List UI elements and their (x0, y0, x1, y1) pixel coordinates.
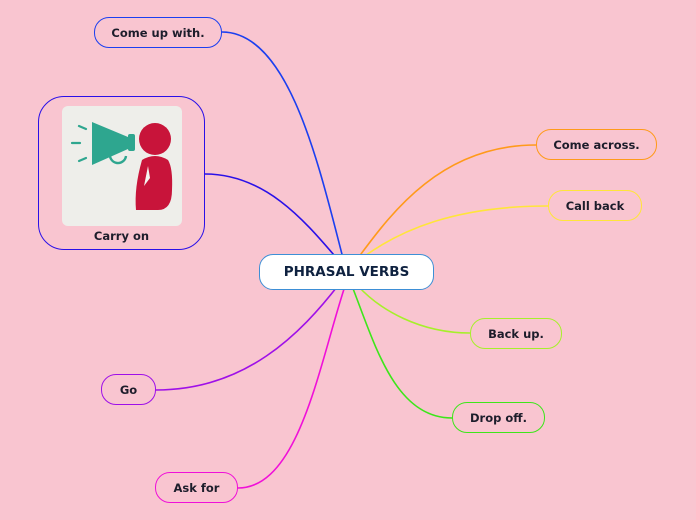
topic-carry-on[interactable]: Carry on (38, 96, 205, 250)
connector-come-up-with (221, 31, 345, 263)
connector-go (155, 282, 341, 391)
topic-label: Ask for (173, 480, 220, 495)
topic-back-up[interactable]: Back up. (470, 318, 562, 349)
topic-label: Drop off. (470, 410, 527, 425)
topic-come-across[interactable]: Come across. (536, 129, 657, 160)
megaphone-person-illustration (70, 122, 173, 210)
connector-lines (155, 31, 549, 489)
topic-go[interactable]: Go (101, 374, 156, 405)
central-topic[interactable]: PHRASAL VERBS (259, 254, 434, 290)
topic-label: Back up. (488, 326, 544, 341)
topic-label: Call back (565, 198, 625, 213)
connector-carry-on (204, 173, 341, 263)
topic-label: Carry on (93, 229, 150, 243)
topic-ask-for[interactable]: Ask for (155, 472, 238, 503)
megaphone-person-icon (62, 106, 182, 226)
topic-call-back[interactable]: Call back (548, 190, 642, 221)
topic-label: Go (119, 382, 138, 397)
connector-drop-off (351, 285, 453, 419)
topic-label: Come across. (553, 137, 640, 152)
connector-come-across (357, 144, 537, 259)
topic-label: Come up with. (111, 25, 205, 40)
topic-come-up-with[interactable]: Come up with. (94, 17, 222, 48)
connector-call-back (361, 205, 549, 259)
topic-drop-off[interactable]: Drop off. (452, 402, 545, 433)
connector-ask-for (237, 282, 347, 489)
connector-back-up (357, 285, 471, 334)
central-topic-label: PHRASAL VERBS (283, 264, 410, 280)
